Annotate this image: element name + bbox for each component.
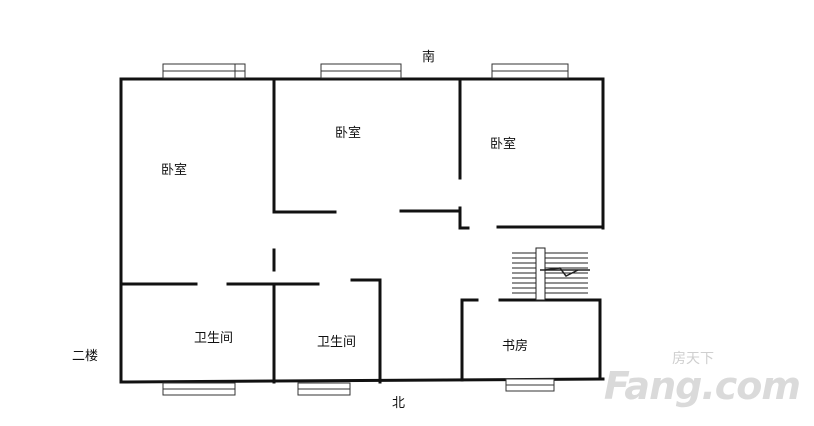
floor-label: 二楼: [72, 349, 99, 364]
compass-south-label: 南: [422, 50, 436, 65]
window-south-right: [491, 63, 569, 79]
room-label-bedroom-left: 卧室: [161, 163, 188, 178]
compass-north-label: 北: [392, 396, 406, 411]
staircase: [512, 247, 590, 301]
window-south-middle: [320, 63, 402, 79]
room-label-bathroom-left: 卫生间: [194, 331, 234, 346]
room-label-bedroom-middle: 卧室: [335, 126, 362, 141]
room-label-study: 书房: [502, 339, 529, 354]
window-north-right: [505, 378, 555, 392]
room-label-bedroom-right: 卧室: [490, 137, 517, 152]
window-north-middle: [297, 382, 351, 396]
room-label-bathroom-right: 卫生间: [317, 335, 357, 350]
window-north-left: [162, 382, 236, 396]
window-south-left: [162, 63, 246, 79]
